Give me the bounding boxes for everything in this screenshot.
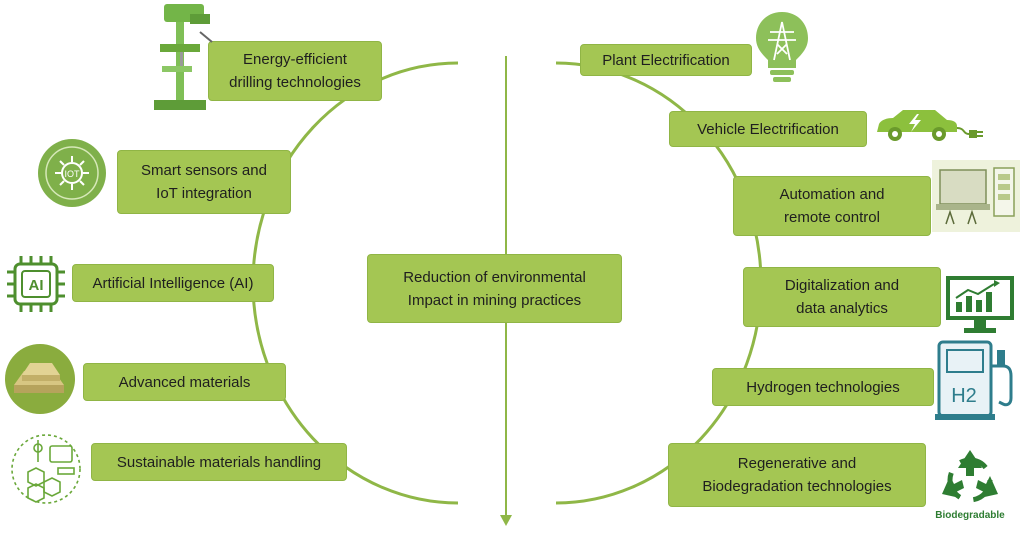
box-automation-remote-control: Automation and remote control <box>733 176 931 236</box>
box-artificial-intelligence: Artificial Intelligence (AI) <box>72 264 274 302</box>
biodegradable-icon: Biodegradable <box>935 450 1005 521</box>
materials-handling-icon <box>11 434 81 504</box>
iot-text: IOT <box>65 169 81 179</box>
center-box: Reduction of environmental Impact in min… <box>367 254 622 323</box>
gold-bars-icon <box>5 344 75 414</box>
ai-text: AI <box>29 277 44 294</box>
analytics-monitor-icon <box>946 276 1014 333</box>
box-regenerative-biodegradation: Regenerative and Biodegradation technolo… <box>668 443 926 507</box>
box-sustainable-materials-handling: Sustainable materials handling <box>91 443 347 481</box>
box-smart-sensors-iot: Smart sensors and IoT integration <box>117 150 291 214</box>
hydrogen-pump-icon: H2 <box>935 340 1013 420</box>
h2-text: H2 <box>951 385 977 407</box>
arrow-head-icon <box>500 515 512 526</box>
box-advanced-materials: Advanced materials <box>83 363 286 401</box>
box-vehicle-electrification: Vehicle Electrification <box>669 111 867 147</box>
box-digitalization-data-analytics: Digitalization and data analytics <box>743 267 941 327</box>
box-plant-electrification: Plant Electrification <box>580 44 752 76</box>
power-tower-bulb-icon <box>756 12 808 82</box>
biodegradable-text: Biodegradable <box>935 510 1005 521</box>
iot-icon: IOT <box>38 139 106 207</box>
drill-press-icon <box>154 4 213 110</box>
electric-car-icon <box>877 110 983 141</box>
ai-chip-icon: AI <box>7 256 65 312</box>
remote-control-computer-icon <box>932 160 1020 232</box>
box-energy-efficient-drilling: Energy-efficient drilling technologies <box>208 41 382 101</box>
box-hydrogen-technologies: Hydrogen technologies <box>712 368 934 406</box>
